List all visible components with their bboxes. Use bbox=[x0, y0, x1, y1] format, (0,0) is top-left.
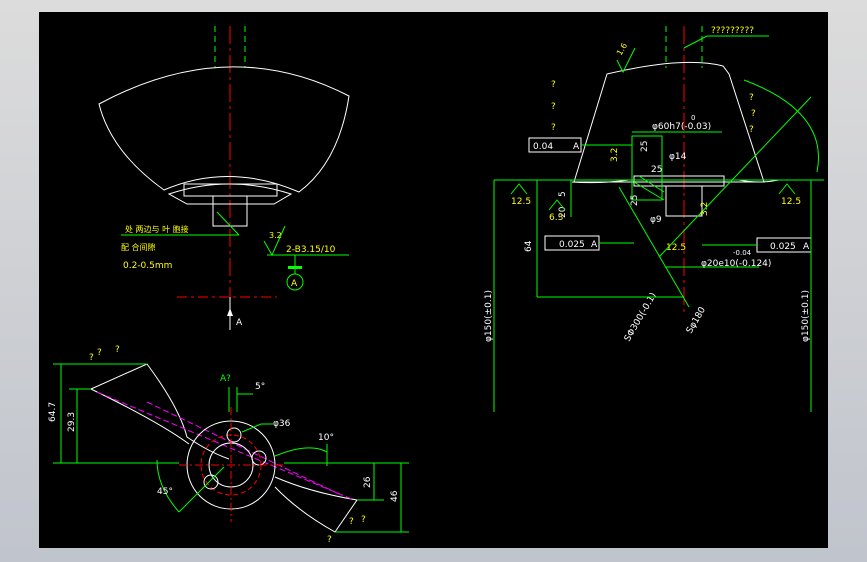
question-1: ? bbox=[89, 353, 94, 363]
rough-63-symbol bbox=[548, 199, 566, 211]
dim26-label: 26 bbox=[363, 476, 373, 488]
label-a-q: A? bbox=[220, 374, 231, 384]
roughness-16-value: 1.6 bbox=[615, 41, 629, 57]
left-front-view: A 处 两边与 叶 胞接 配 合间隙 0.2-0.5mm 3.2 2-B3.15… bbox=[98, 26, 350, 330]
question-r4: ? bbox=[749, 93, 754, 103]
cad-drawing: A 处 两边与 叶 胞接 配 合间隙 0.2-0.5mm 3.2 2-B3.15… bbox=[48, 26, 824, 545]
blade-upper-edge bbox=[90, 363, 230, 460]
dia36-arrow bbox=[241, 423, 262, 433]
dim25b-label: 25 bbox=[651, 165, 662, 175]
dia60-label: φ60h7(-0.03) bbox=[652, 122, 711, 132]
hatch-2 bbox=[638, 175, 665, 193]
body-base-right bbox=[738, 179, 780, 183]
angle-45-line bbox=[178, 466, 225, 513]
blade-right-edge bbox=[274, 476, 358, 533]
bottom-plan-view: A? 5° φ36 10° 45° 64.7 29.3 ? ? ? 26 bbox=[48, 345, 409, 545]
bolt-hole-bottom bbox=[203, 474, 219, 490]
bolt-hole-top bbox=[226, 427, 242, 443]
dia9-label: φ9 bbox=[650, 215, 662, 225]
datum-circle bbox=[286, 273, 304, 291]
question-r6: ? bbox=[749, 125, 754, 135]
blade-lower-edge bbox=[90, 388, 190, 445]
dia20-label: φ20e10(-0.124) bbox=[701, 259, 771, 269]
section-arrow-label: A bbox=[236, 318, 243, 328]
angle-10-label: 10° bbox=[318, 433, 334, 443]
hub-outline bbox=[167, 183, 293, 205]
note-leader-arrow bbox=[216, 211, 240, 236]
hatch-1 bbox=[633, 181, 665, 201]
question-2: ? bbox=[97, 348, 102, 358]
note-line1: 处 两边与 叶 胞接 bbox=[125, 224, 189, 234]
rough-125b-symbol bbox=[778, 183, 796, 195]
bore-outline bbox=[631, 135, 663, 201]
body-base-left bbox=[571, 179, 630, 184]
note-line2: 配 合间隙 bbox=[121, 242, 156, 252]
rough-125b-label: 12.5 bbox=[781, 197, 801, 207]
datum-label: A bbox=[291, 279, 298, 289]
tol-004-datum: A bbox=[573, 142, 580, 152]
hidden-line-1 bbox=[96, 391, 355, 501]
question-r5: ? bbox=[751, 109, 756, 119]
sr180-leader bbox=[618, 186, 690, 308]
dim5-label: 5 bbox=[558, 191, 568, 197]
dia150a-label: φ150(±0.1) bbox=[484, 290, 494, 342]
dia150b-label: φ150(±0.1) bbox=[801, 290, 811, 342]
datum-bar bbox=[288, 266, 302, 269]
leader-note-text: ????????? bbox=[711, 26, 754, 36]
dim647-label: 64.7 bbox=[48, 402, 58, 422]
angle-5-label: 5° bbox=[255, 382, 265, 392]
rough-32b-label: 3.2 bbox=[700, 202, 710, 216]
rough-125c-label: 12.5 bbox=[666, 243, 686, 253]
roughness-value: 3.2 bbox=[269, 231, 282, 240]
dim25c-label: 25 bbox=[630, 195, 640, 206]
question-6: ? bbox=[327, 535, 332, 545]
dia60-upper: 0 bbox=[691, 114, 695, 122]
tol-004: 0.04 bbox=[533, 142, 553, 152]
roughness-16-symbol bbox=[616, 47, 636, 74]
angle-45-label: 45° bbox=[157, 487, 173, 497]
angle-45-arc bbox=[156, 459, 180, 513]
arc-outer bbox=[743, 79, 819, 173]
dim64-label: 64 bbox=[524, 240, 534, 252]
question-4: ? bbox=[349, 517, 354, 527]
cad-drawing-canvas: A 处 两边与 叶 胞接 配 合间隙 0.2-0.5mm 3.2 2-B3.15… bbox=[39, 12, 828, 548]
angle-10-arc bbox=[274, 447, 328, 457]
tol-0025a-datum: A bbox=[591, 240, 598, 250]
dim20-label: 20 bbox=[558, 206, 568, 218]
section-arrow-head bbox=[227, 308, 233, 316]
dia14-label: φ14 bbox=[669, 152, 687, 162]
rough-125a-label: 12.5 bbox=[511, 197, 531, 207]
sr300-leader bbox=[658, 96, 812, 258]
sr180-label: Sφ180 bbox=[685, 305, 708, 335]
question-r3: ? bbox=[551, 123, 556, 133]
question-r2: ? bbox=[551, 102, 556, 112]
dia36-label: φ36 bbox=[273, 419, 291, 429]
right-section-view: ????????? SΦ300(-0.1) Sφ180 ? ? ? ? ? ? … bbox=[484, 26, 824, 412]
clearance-text: 0.2-0.5mm bbox=[123, 261, 172, 271]
center-hole-text: 2-B3.15/10 bbox=[286, 245, 336, 255]
leader-note-line bbox=[683, 35, 708, 49]
sr300-label: SΦ300(-0.1) bbox=[623, 291, 659, 343]
tol-0025a: 0.025 bbox=[559, 240, 585, 250]
rough-63-label: 6.3 bbox=[549, 213, 563, 223]
dim293-label: 29.3 bbox=[67, 412, 77, 432]
dim25a-label: 25 bbox=[640, 141, 650, 152]
body-outline bbox=[573, 61, 765, 183]
tol-0025b: 0.025 bbox=[770, 242, 796, 252]
dim46-label: 46 bbox=[390, 490, 400, 502]
tol-0025b-datum: A bbox=[803, 242, 810, 252]
rough-125a-symbol bbox=[510, 183, 528, 195]
question-5: ? bbox=[361, 515, 366, 525]
question-r1: ? bbox=[551, 80, 556, 90]
hub-stem-r bbox=[665, 185, 703, 217]
question-3: ? bbox=[115, 345, 120, 355]
blade-outline bbox=[98, 66, 350, 193]
rough-32a-label: 3.2 bbox=[610, 148, 620, 162]
dia20-upper: -0.04 bbox=[733, 249, 752, 257]
